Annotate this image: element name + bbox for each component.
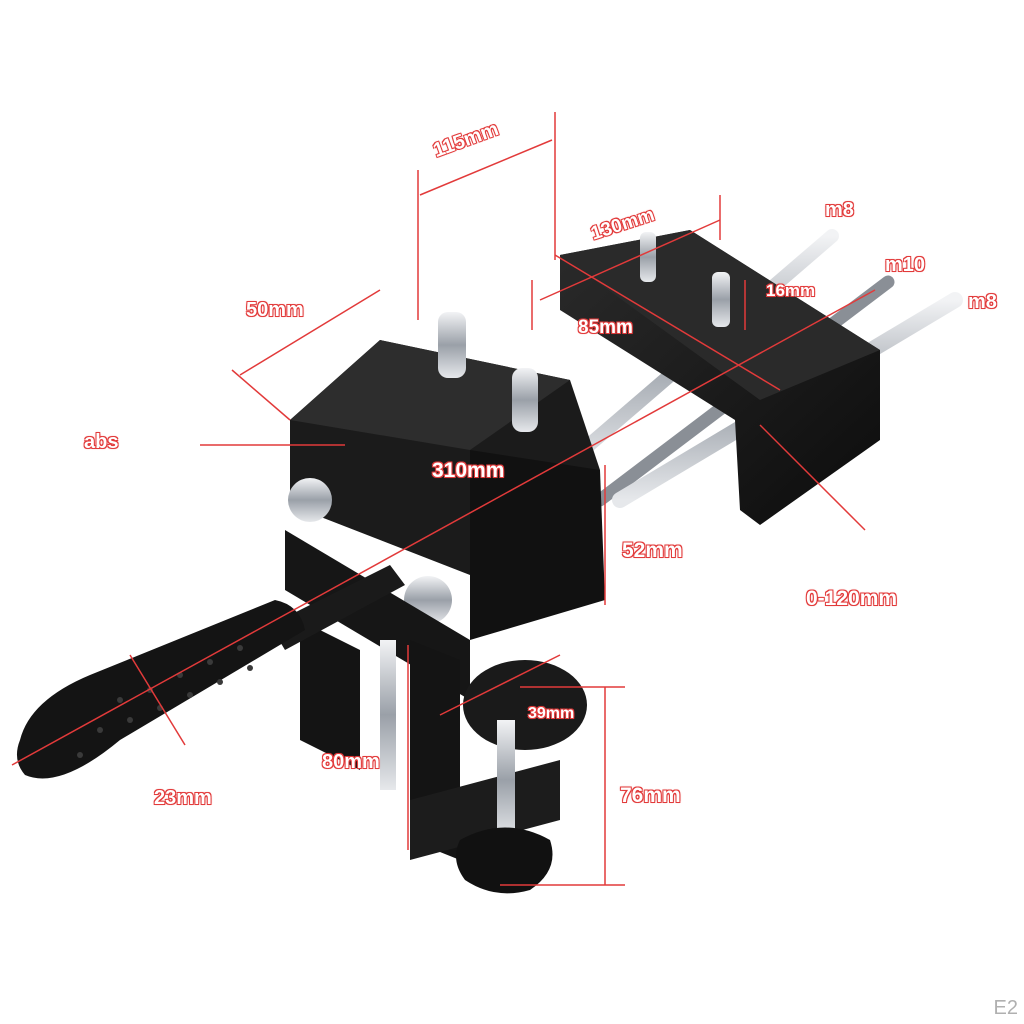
dimension-52: 52mm (622, 539, 683, 562)
material-abs: abs (84, 431, 119, 453)
dimension-310: 310mm (432, 459, 505, 482)
front-jaw (288, 312, 605, 640)
handle (16, 565, 405, 779)
clamp-frame (285, 530, 587, 894)
thread-m10: m10 (885, 254, 926, 276)
dimension-16: 16mm (766, 281, 816, 300)
dimension-23: 23mm (154, 787, 212, 809)
watermark: E2 (993, 997, 1018, 1019)
dimension-lines (11, 112, 876, 886)
dimension-39: 39mm (528, 705, 575, 722)
opening-range: 0-120mm (806, 587, 898, 610)
thread-m8-top: m8 (825, 199, 854, 221)
dimension-85: 85mm (578, 317, 633, 338)
thread-m8-right: m8 (968, 291, 997, 313)
dimension-76: 76mm (620, 784, 681, 807)
dimension-80: 80mm (322, 751, 380, 773)
dimension-50: 50mm (246, 299, 304, 321)
rear-jaw (560, 230, 880, 525)
